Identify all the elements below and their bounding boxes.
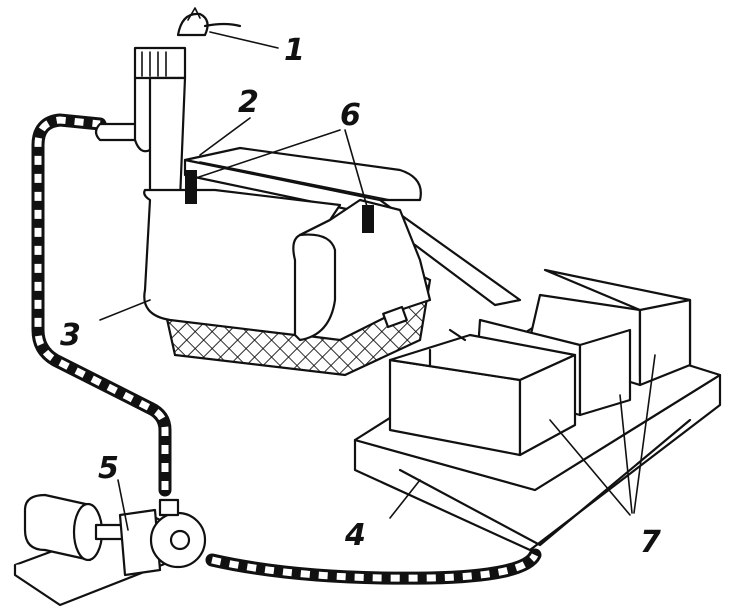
label-3: 3 [60, 318, 81, 353]
label-1: 1 [284, 33, 305, 68]
label-6: 6 [340, 98, 361, 133]
delivery-hose [31, 113, 172, 497]
return-hose [205, 548, 542, 585]
label-4: 4 [344, 518, 366, 553]
label-7: 7 [640, 525, 661, 560]
air-pipe [94, 46, 187, 202]
label-5: 5 [98, 451, 119, 486]
leader-lines [99, 117, 656, 531]
containers [388, 268, 692, 457]
spray-nozzle [176, 7, 279, 49]
label-2: 2 [238, 85, 259, 120]
treatment-chamber [143, 170, 432, 377]
pump-unit [13, 493, 207, 607]
